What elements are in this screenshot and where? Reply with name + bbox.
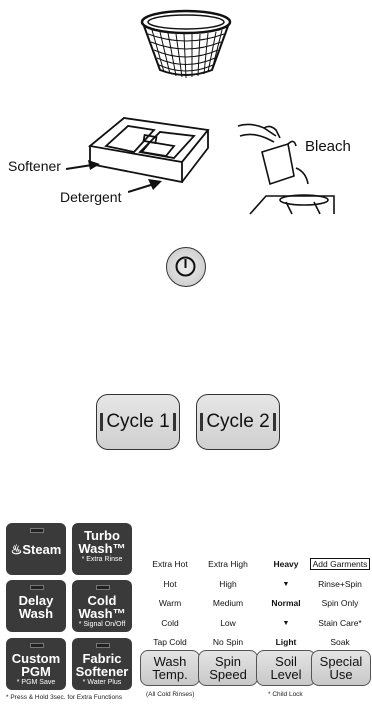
option-rinse-spin: Rinse+Spin bbox=[318, 578, 362, 589]
soil-level-options: Heavy ▼ Normal ▼ Light bbox=[254, 555, 318, 653]
steam-button[interactable]: ♨Steam bbox=[6, 523, 66, 575]
option-tap-cold: Tap Cold bbox=[153, 637, 187, 647]
cold-wash-indicator bbox=[96, 585, 110, 590]
bleach-label: Bleach bbox=[305, 138, 351, 155]
option-cold: Cold bbox=[161, 617, 179, 628]
all-cold-rinses-note: (All Cold Rinses) bbox=[146, 691, 195, 698]
custom-pgm-sub: * PGM Save bbox=[16, 679, 56, 686]
turbo-wash-label: Turbo Wash™ bbox=[78, 528, 126, 556]
option-spin-only: Spin Only bbox=[321, 598, 359, 608]
power-button[interactable] bbox=[166, 247, 206, 287]
cold-wash-button[interactable]: Cold Wash™ * Signal On/Off bbox=[72, 580, 132, 632]
fabric-softener-button[interactable]: Fabric Softener * Water Plus bbox=[72, 638, 132, 690]
down-arrow-icon: ▼ bbox=[282, 580, 290, 588]
custom-pgm-label: Custom PGM bbox=[11, 651, 61, 679]
turbo-wash-button[interactable]: Turbo Wash™ * Extra Rinse bbox=[72, 523, 132, 575]
option-medium: Medium bbox=[212, 598, 244, 608]
option-extra-hot: Extra Hot bbox=[152, 559, 188, 569]
option-heavy: Heavy bbox=[273, 559, 299, 569]
fabric-softener-sub: * Water Plus bbox=[82, 679, 122, 686]
steam-indicator bbox=[30, 528, 44, 533]
bleach-pouring-illustration bbox=[237, 123, 335, 215]
child-lock-note: * Child Lock bbox=[268, 691, 303, 698]
softener-label: Softener bbox=[8, 158, 61, 174]
cycle-1-button[interactable]: Cycle 1 bbox=[96, 394, 180, 450]
option-warm: Warm bbox=[158, 598, 182, 608]
delay-wash-indicator bbox=[30, 585, 44, 590]
fabric-softener-indicator bbox=[96, 643, 110, 648]
option-add-garments: Add Garments bbox=[308, 555, 372, 575]
wash-temp-options: Extra Hot Hot Warm Cold Tap Cold bbox=[138, 555, 202, 653]
detergent-arrow-icon bbox=[128, 179, 162, 193]
cycle-2-button[interactable]: Cycle 2 bbox=[196, 394, 280, 450]
option-extra-high: Extra High bbox=[208, 559, 248, 569]
option-low: Low bbox=[220, 617, 236, 628]
option-hot: Hot bbox=[163, 578, 177, 589]
option-soak: Soak bbox=[330, 637, 350, 647]
dispenser-drawer-illustration bbox=[87, 117, 210, 184]
softener-arrow-icon bbox=[66, 160, 100, 170]
option-no-spin: No Spin bbox=[212, 637, 244, 647]
fabric-softener-label: Fabric Softener bbox=[75, 651, 129, 679]
option-stain-care: Stain Care* bbox=[318, 617, 362, 628]
laundry-basket-illustration bbox=[140, 9, 232, 79]
turbo-wash-sub: * Extra Rinse bbox=[81, 556, 123, 563]
spin-speed-options: Extra High High Medium Low No Spin bbox=[196, 555, 260, 653]
cold-wash-label: Cold Wash™ bbox=[78, 593, 126, 621]
extra-functions-footnote: * Press & Hold 3sec. for Extra Functions bbox=[6, 694, 122, 701]
cold-wash-sub: * Signal On/Off bbox=[78, 621, 126, 628]
option-light: Light bbox=[275, 637, 297, 647]
custom-pgm-indicator bbox=[30, 643, 44, 648]
steam-label: Steam bbox=[22, 542, 62, 557]
option-normal: Normal bbox=[271, 598, 301, 608]
down-arrow-icon: ▼ bbox=[282, 619, 290, 627]
detergent-label: Detergent bbox=[60, 189, 122, 205]
delay-wash-label: Delay Wash bbox=[18, 593, 54, 621]
delay-wash-button[interactable]: Delay Wash bbox=[6, 580, 66, 632]
power-icon bbox=[175, 256, 196, 277]
special-use-options: Add Garments Rinse+Spin Spin Only Stain … bbox=[308, 555, 372, 653]
option-high: High bbox=[219, 578, 237, 589]
steam-icon: ♨ bbox=[10, 542, 23, 557]
custom-pgm-button[interactable]: Custom PGM * PGM Save bbox=[6, 638, 66, 690]
